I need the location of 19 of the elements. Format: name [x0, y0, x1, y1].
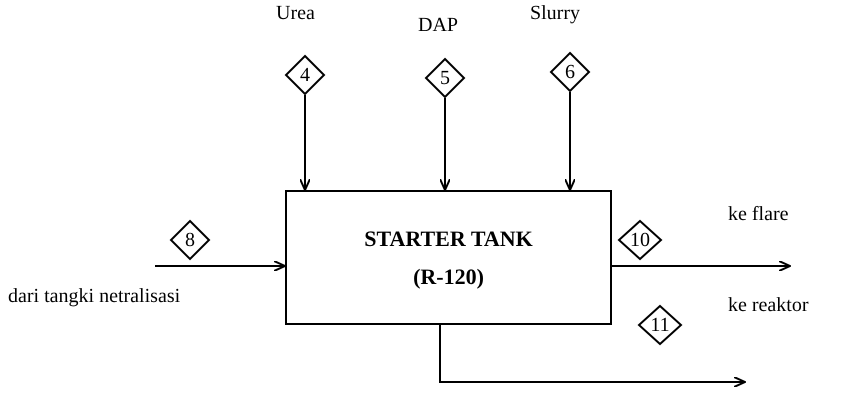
flow-arrow [439, 98, 451, 191]
stream-label: dari tangki netralisasi [8, 285, 180, 308]
stream-diamond: 11 [638, 305, 682, 345]
stream-label: Urea [276, 2, 315, 25]
flow-arrow [439, 325, 746, 388]
stream-label: Slurry [530, 2, 580, 25]
stream-label: ke flare [728, 203, 789, 226]
flow-arrow [299, 95, 311, 191]
flow-arrow [155, 260, 286, 272]
flow-arrow [564, 92, 576, 191]
tank-box: STARTER TANK (R-120) [285, 190, 612, 325]
stream-diamond: 5 [425, 58, 465, 98]
stream-diamond: 4 [285, 55, 325, 95]
stream-diamond: 8 [170, 220, 210, 260]
stream-diamond: 6 [550, 52, 590, 92]
flow-arrow [612, 260, 791, 272]
stream-label: DAP [418, 14, 458, 37]
stream-label: ke reaktor [728, 294, 809, 317]
stream-diamond: 10 [618, 220, 662, 260]
